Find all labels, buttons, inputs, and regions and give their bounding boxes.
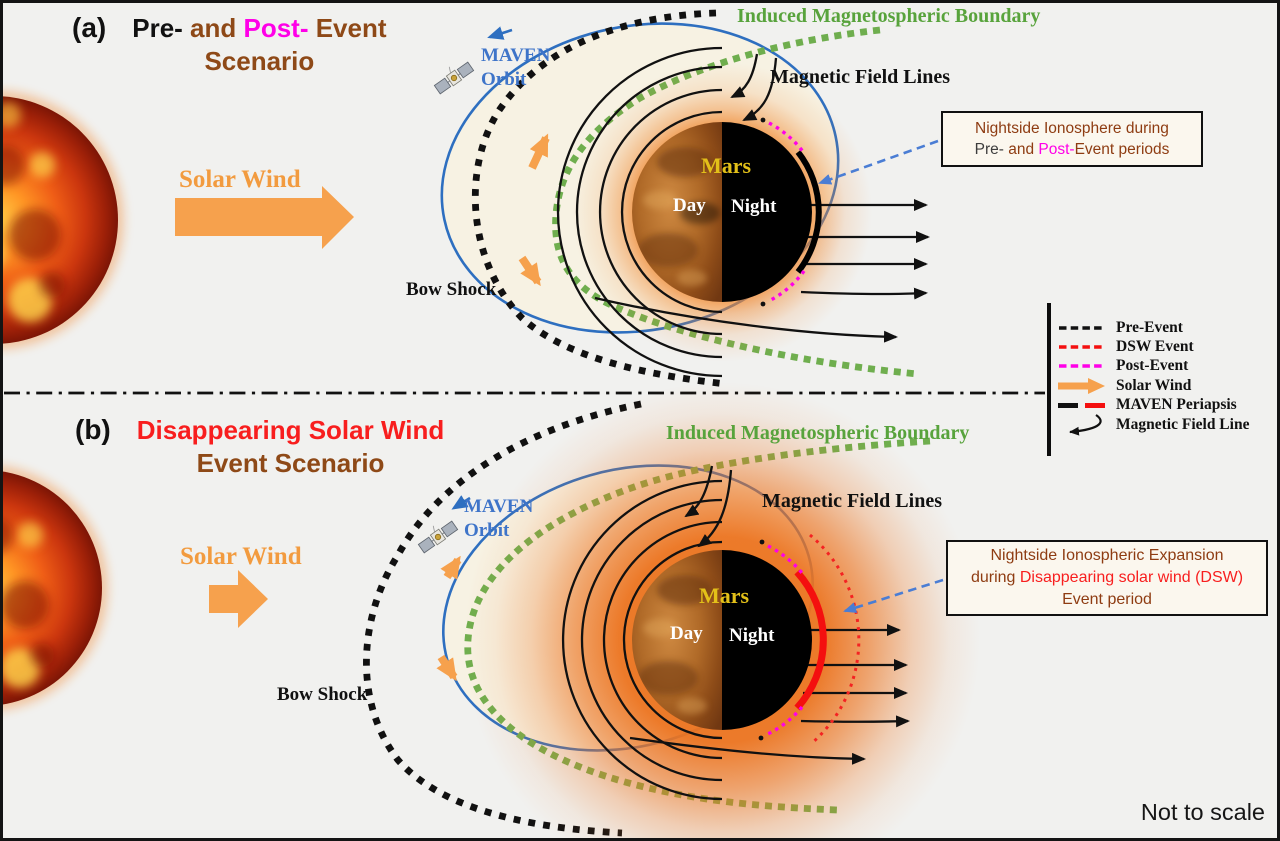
mars-label-a: Mars	[701, 153, 752, 178]
solar-wind-arrow-b	[209, 570, 268, 628]
callout-pointer-b	[843, 578, 944, 613]
legend: Pre-Event DSW Event Post-Event Solar Win…	[1058, 318, 1249, 437]
magnetic-field-lines-b	[561, 465, 910, 801]
panel-a-title-line1: Pre- and Post- Event	[132, 13, 387, 43]
dsw-periapsis-arc	[794, 569, 827, 711]
post-event-arc-top	[768, 121, 806, 155]
day-label-b: Day	[670, 623, 703, 644]
mars-label-b: Mars	[699, 583, 750, 608]
night-label-a: Night	[731, 196, 777, 217]
expanded-ionosphere-arc	[809, 533, 861, 745]
orbit-direction-arrow-b1	[440, 555, 462, 580]
legend-item-post-event: Post-Event	[1058, 357, 1249, 376]
callout-box-a: Nightside Ionosphere during Pre- and Pos…	[941, 111, 1203, 167]
dashed-magenta-line-icon	[1058, 362, 1105, 370]
imb-label-a: Induced Magnetospheric Boundary	[737, 5, 1041, 27]
bow-shock-curve-a	[471, 9, 727, 388]
magnetic-field-lines-label-a: Magnetic Field Lines	[770, 66, 950, 88]
panel-a-title: (a) Pre- and Post- Event Scenario	[72, 12, 387, 77]
orbit-direction-arrow-a1	[528, 133, 550, 170]
dashed-red-line-icon	[1058, 343, 1105, 351]
legend-item-pre-event: Pre-Event	[1058, 318, 1249, 337]
day-label-a: Day	[673, 195, 706, 216]
post-event-arc-b-bottom	[767, 705, 804, 736]
curved-arrow-icon	[1058, 413, 1105, 437]
panel-b-title: (b) Disappearing Solar Wind Event Scenar…	[75, 414, 444, 479]
pre-event-periapsis-arc	[795, 150, 822, 274]
callout-a-line2: Pre- and Post-Event periods	[974, 141, 1170, 158]
maven-satellite-a	[429, 55, 475, 96]
orbit-arrow-a	[487, 26, 513, 40]
not-to-scale-note: Not to scale	[1140, 799, 1265, 825]
legend-item-dsw-event: DSW Event	[1058, 337, 1249, 356]
callout-b-line2: during Disappearing solar wind (DSW)	[970, 569, 1244, 586]
orbit-direction-arrow-b2	[436, 654, 458, 682]
panel-a-title-line2: Scenario	[204, 45, 315, 76]
bow-shock-curve-b	[363, 400, 642, 837]
callout-b-line3: Event period	[1062, 591, 1152, 608]
panel-b-art	[0, 382, 980, 841]
bow-shock-label-b: Bow Shock	[277, 684, 368, 705]
solar-wind-label-b: Solar Wind	[180, 543, 302, 570]
callout-a-line1: Nightside Ionosphere during	[975, 120, 1169, 137]
magnetic-field-lines-a	[556, 46, 930, 378]
callout-box-b: Nightside Ionospheric Expansion during D…	[946, 540, 1268, 616]
sun-b-texture	[0, 517, 54, 688]
legend-item-solar-wind: Solar Wind	[1058, 376, 1249, 395]
orange-arrow-icon	[1058, 377, 1105, 394]
dashed-black-line-icon	[1058, 324, 1105, 332]
post-event-arc-bottom	[768, 269, 806, 303]
panel-b-title-line2: Event Scenario	[196, 447, 385, 478]
bow-shock-label-a: Bow Shock	[406, 279, 497, 300]
callout-b-line1: Nightside Ionospheric Expansion	[990, 547, 1224, 564]
legend-divider-line	[1047, 303, 1051, 456]
orbit-arrow-b	[451, 495, 471, 510]
imb-label-b: Induced Magnetospheric Boundary	[666, 422, 970, 444]
solar-wind-arrow-a	[175, 186, 354, 249]
panel-a-label: (a)	[72, 12, 107, 43]
black-red-bars-icon	[1058, 402, 1105, 409]
callout-pointer-a	[818, 139, 939, 185]
orbit-direction-arrow-a2	[518, 255, 542, 287]
maven-satellite-b	[413, 514, 459, 555]
legend-item-magnetic-field-line: Magnetic Field Line	[1058, 413, 1249, 437]
solar-wind-label-a: Solar Wind	[179, 166, 301, 193]
magnetic-field-lines-label-b: Magnetic Field Lines	[762, 490, 942, 512]
panel-b-label: (b)	[75, 414, 111, 445]
panel-a-art	[0, 9, 939, 388]
legend-item-maven-periapsis: MAVEN Periapsis	[1058, 396, 1249, 415]
post-event-arc-b-top	[767, 544, 804, 575]
mars-a-nightside	[722, 122, 812, 302]
night-label-b: Night	[729, 625, 775, 646]
panel-b-title-line1: Disappearing Solar Wind	[136, 415, 445, 445]
mars-b-nightside	[722, 550, 812, 730]
